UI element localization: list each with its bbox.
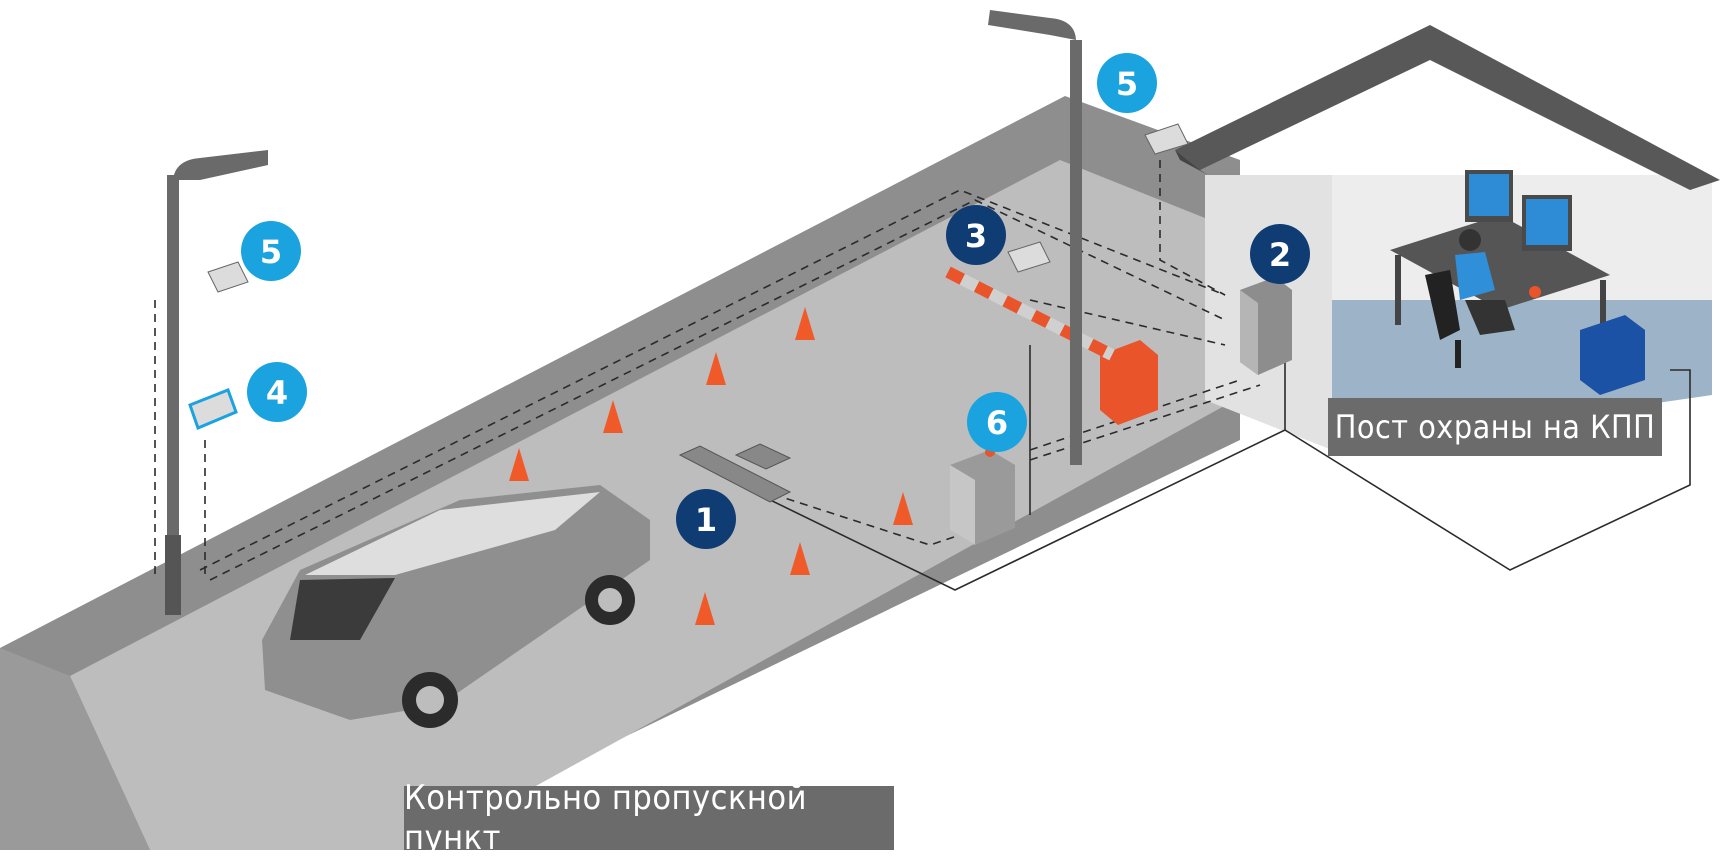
marker-5-left: 5	[241, 221, 301, 281]
marker-2-text: 2	[1269, 236, 1291, 274]
camera-5-right	[1144, 123, 1189, 155]
marker-4-text: 4	[266, 374, 288, 412]
marker-2-circle	[1250, 224, 1310, 284]
checkpoint-label: Контрольно пропускной пункт	[404, 778, 894, 858]
marker-1-text: 1	[695, 501, 717, 539]
marker-6-circle	[967, 392, 1027, 452]
marker-5b-circle	[1097, 53, 1157, 113]
marker-6-text: 6	[986, 404, 1008, 442]
cables	[154, 160, 1691, 591]
marker-5b-text: 5	[1116, 65, 1138, 103]
marker-4-circle	[247, 362, 307, 422]
marker-5a-text: 5	[260, 233, 282, 271]
control-cabinet-6	[950, 447, 1015, 545]
lamp-post-left	[165, 150, 268, 615]
marker-3: 3	[946, 205, 1006, 265]
guard-post-label: Пост охраны на КПП	[1328, 398, 1662, 456]
control-cabinet-2	[1240, 277, 1292, 375]
car	[262, 485, 650, 728]
marker-1: 1	[676, 489, 736, 549]
traffic-cones	[509, 307, 913, 625]
marker-2: 2	[1250, 224, 1310, 284]
marker-4: 4	[247, 362, 307, 422]
barrier-gate	[945, 266, 1158, 425]
marker-1-circle	[676, 489, 736, 549]
camera-5-left	[207, 261, 249, 293]
road	[0, 96, 1240, 850]
marker-3-text: 3	[965, 217, 987, 255]
marker-6: 6	[967, 392, 1027, 452]
camera-3	[1007, 241, 1051, 273]
marker-3-circle	[946, 205, 1006, 265]
marker-5a-circle	[241, 221, 301, 281]
detection-plate	[678, 443, 792, 503]
lamp-post-center	[988, 10, 1082, 465]
camera-4	[188, 388, 238, 431]
marker-5-right: 5	[1097, 53, 1157, 113]
